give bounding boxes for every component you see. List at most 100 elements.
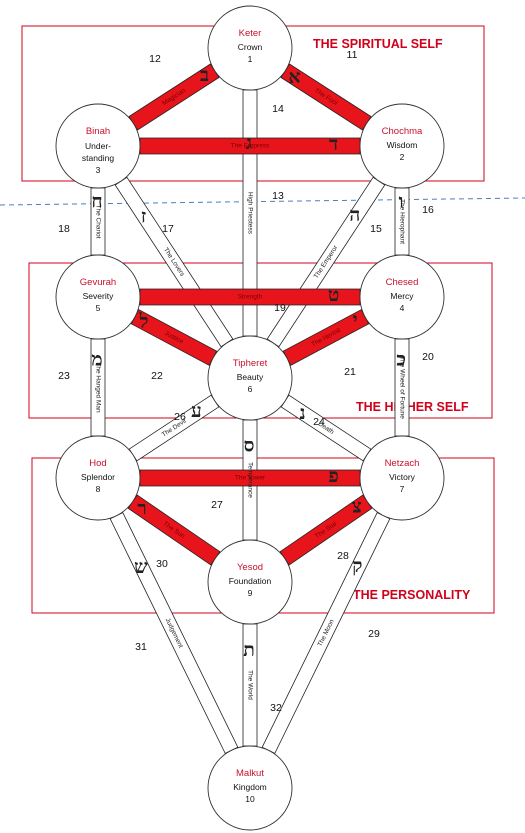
path-19-label: Strength: [238, 294, 263, 301]
path-28-hebrew-letter: צ: [352, 496, 362, 518]
path-15-number: 15: [370, 223, 382, 235]
sephira-circle: [55, 103, 141, 189]
sephira-circle: [359, 435, 445, 521]
sephira-name: Hod: [89, 458, 106, 469]
path-24-number: 24: [313, 416, 325, 428]
path-13-number: 13: [272, 190, 284, 202]
path-31-hebrew-letter: ש: [134, 556, 148, 578]
sephira-english: Wisdom: [387, 140, 418, 150]
path-21-number: 21: [344, 366, 356, 378]
path-12-hebrew-letter: ב: [200, 64, 209, 86]
sephira-number: 8: [96, 484, 101, 494]
path-20-hebrew-letter: כ: [396, 348, 405, 370]
path-26-hebrew-letter: ע: [191, 400, 202, 422]
path-18-number: 18: [58, 223, 70, 235]
sephira-name: Tipheret: [233, 358, 268, 369]
path-26-number: 26: [174, 411, 186, 423]
path-20-number: 20: [422, 351, 434, 363]
sephira-name: Chesed: [386, 277, 419, 288]
path-29-number: 29: [368, 628, 380, 640]
sephira-english: Under-: [85, 141, 111, 151]
sephira-name: Yesod: [237, 562, 263, 573]
path-29-hebrew-letter: ק: [352, 555, 362, 577]
section-label-spiritual: THE SPIRITUAL SELF: [313, 37, 443, 51]
sephira-english: Victory: [389, 472, 416, 482]
sephira-circle: [207, 5, 293, 91]
sephira-circle: [55, 254, 141, 340]
abyss-divider: [0, 197, 525, 206]
sephira-number: 9: [248, 588, 253, 598]
sephira-number: 5: [96, 303, 101, 313]
path-14-hebrew-letter: ד: [329, 133, 338, 155]
sephira-number: 7: [400, 484, 405, 494]
sephira-circle: [207, 745, 293, 831]
sephira-english: Kingdom: [233, 782, 267, 792]
sephira-name: Malkut: [236, 768, 264, 779]
path-16-number: 16: [422, 204, 434, 216]
path-19-hebrew-letter: ט: [328, 284, 339, 306]
path-17-hebrew-letter: ז: [141, 205, 146, 227]
path-32-label: The World: [246, 670, 253, 700]
sephira-name: Keter: [239, 28, 262, 39]
sephira-circle: [55, 435, 141, 521]
sephira-english: Foundation: [229, 576, 272, 586]
sephira-english: Severity: [83, 291, 114, 301]
sephira-number: 1: [248, 54, 253, 64]
sephira-english: Beauty: [237, 372, 264, 382]
sephira-number: 2: [400, 152, 405, 162]
path-18-label: The Chariot: [94, 205, 101, 239]
path-23-label: The Hanged Man: [94, 362, 101, 413]
path-16-hebrew-letter: ו: [399, 191, 404, 213]
path-13-label: High Priestess: [246, 192, 253, 235]
path-32-hebrew-letter: ת: [243, 639, 255, 661]
path-24-hebrew-letter: נ: [299, 402, 305, 424]
sephira-number: 3: [96, 165, 101, 175]
sephira-name: Binah: [86, 126, 110, 137]
path-21-hebrew-letter: י: [353, 309, 358, 331]
path-25-label: Temperance: [246, 462, 253, 498]
path-18-hebrew-letter: ח: [91, 191, 102, 213]
sephira-english: standing: [82, 153, 114, 163]
path-11-number: 11: [347, 49, 358, 61]
path-30-number: 30: [156, 558, 168, 570]
sephira-name: Gevurah: [80, 277, 116, 288]
path-17-number: 17: [162, 223, 174, 235]
path-12-number: 12: [149, 53, 161, 65]
path-23-number: 23: [58, 370, 70, 382]
sephira-number: 6: [248, 384, 253, 394]
section-label-higher: THE HIGHER SELF: [356, 400, 469, 414]
sephira-name: Netzach: [385, 458, 420, 469]
sephira-number: 4: [400, 303, 405, 313]
path-27-label: The Tower: [235, 475, 266, 482]
sephira-circle: [207, 335, 293, 421]
sephira-english: Mercy: [390, 291, 414, 301]
sephira-number: 10: [245, 794, 255, 804]
path-25-hebrew-letter: ס: [244, 434, 255, 456]
sephira-english: Crown: [238, 42, 263, 52]
section-label-personality: THE PERSONALITY: [353, 588, 471, 602]
path-27-hebrew-letter: פ: [328, 465, 338, 487]
path-20-label: The Wheel of Fortune: [398, 356, 405, 419]
path-15-hebrew-letter: ה: [349, 204, 360, 226]
path-16-label: The Hierophant: [398, 199, 405, 244]
path-31-number: 31: [135, 641, 147, 653]
path-11-hebrew-letter: א: [288, 66, 300, 88]
sephira-circle: [359, 254, 445, 340]
path-13-hebrew-letter: ג: [246, 132, 252, 154]
path-22-hebrew-letter: ל: [138, 311, 148, 333]
path-19-number: 19: [274, 302, 286, 314]
sephira-name: Chochma: [382, 126, 423, 137]
path-22-number: 22: [151, 370, 163, 382]
sephira-circle: [207, 539, 293, 625]
path-30-hebrew-letter: ר: [137, 497, 146, 519]
